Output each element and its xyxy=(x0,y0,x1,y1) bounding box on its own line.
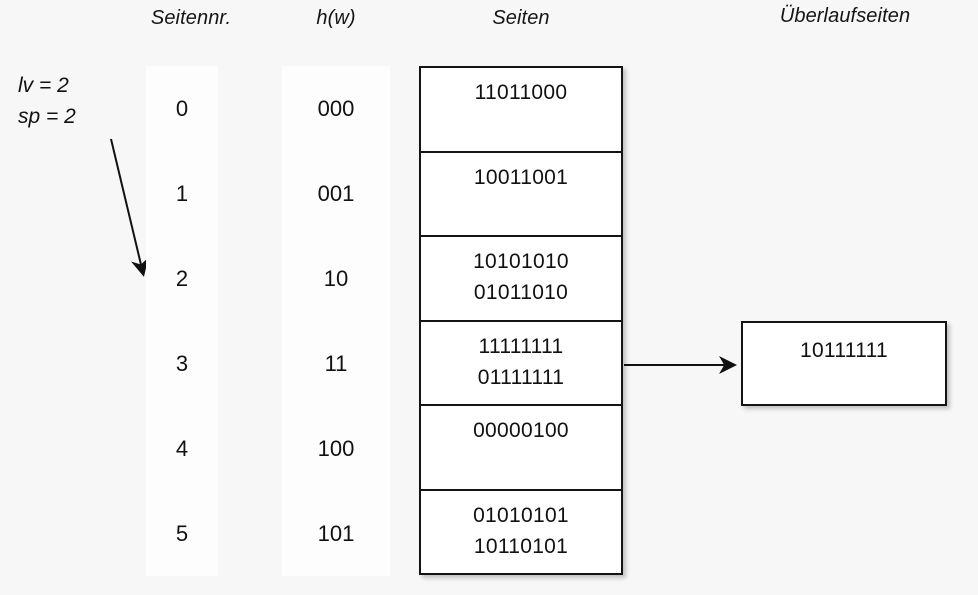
page-line: 10101010 xyxy=(473,250,569,273)
hw-cell: 11 xyxy=(324,350,348,376)
page-cell: 11011000 xyxy=(421,68,621,153)
hw-cell: 10 xyxy=(323,265,349,291)
seitennr-cell: 4 xyxy=(175,435,189,461)
overflow-page-box: 10111111 xyxy=(741,321,947,406)
seitennr-cell: 1 xyxy=(175,180,189,206)
column-header-seiten: Seiten xyxy=(492,7,550,29)
seitennr-cell: 5 xyxy=(175,520,189,546)
seitennr-cell: 2 xyxy=(175,265,189,291)
parameter-sp: sp = 2 xyxy=(18,105,76,128)
page-line: 10011001 xyxy=(473,165,569,189)
hw-cell: 100 xyxy=(317,435,355,461)
page-line: 00000100 xyxy=(473,419,569,442)
hw-cell: 101 xyxy=(317,520,355,546)
pages-box: 11011000 10011001 10101010 01011010 1111… xyxy=(419,66,623,575)
page-cell: 11111111 01111111 xyxy=(421,322,621,406)
page-cell: 00000100 xyxy=(421,406,621,491)
page-cell: 10101010 01011010 xyxy=(421,237,621,322)
column-header-ueberlaufseiten: Überlaufseiten xyxy=(779,5,911,27)
hw-cell: 001 xyxy=(317,180,355,206)
page-cell: 01010101 10110101 xyxy=(421,491,621,576)
column-seitennr: 0 1 2 3 4 5 xyxy=(146,66,218,576)
column-header-hw: h(w) xyxy=(316,7,356,29)
overflow-page-line: 10111111 xyxy=(799,339,889,362)
page-line: 11111111 xyxy=(478,334,564,358)
page-cell: 10011001 xyxy=(421,153,621,237)
page-line: 01010101 xyxy=(473,503,569,527)
overflow-link-arrow-icon xyxy=(624,356,737,374)
page-line: 11011000 xyxy=(474,81,568,104)
hw-cell: 000 xyxy=(317,95,355,121)
seitennr-cell: 3 xyxy=(175,350,189,376)
parameter-block: lv = 2 sp = 2 xyxy=(18,70,76,132)
parameter-lv: lv = 2 xyxy=(18,74,69,97)
column-hw: 000 001 10 11 100 101 xyxy=(282,66,390,576)
page-line: 01111111 xyxy=(477,365,565,389)
page-line: 10110101 xyxy=(473,534,569,558)
column-header-seitennr: Seitennr. xyxy=(150,7,232,29)
page-line: 01011010 xyxy=(473,281,569,304)
seitennr-cell: 0 xyxy=(175,95,189,121)
